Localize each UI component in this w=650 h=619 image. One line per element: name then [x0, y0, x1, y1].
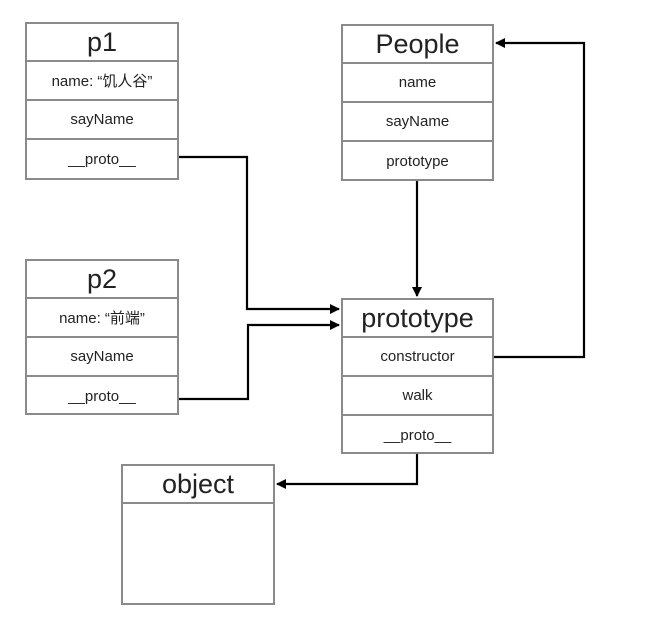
p1-name-field: name: “饥人谷” [27, 62, 177, 101]
object-title: object [123, 466, 273, 504]
p2-name-field: name: “前端” [27, 299, 177, 338]
people-title: People [343, 26, 492, 64]
arrow-constructor-to-people [494, 38, 586, 359]
arrow-prototype-proto-to-object [276, 454, 419, 489]
people-name-field: name [343, 64, 492, 103]
p1-proto-field: __proto__ [68, 151, 136, 168]
people-prototype-field: prototype [386, 153, 449, 170]
p2-proto-field: __proto__ [68, 388, 136, 405]
prototype-walk-field: walk [343, 377, 492, 416]
p2-sayname-field: sayName [27, 338, 177, 377]
p2-title: p2 [27, 261, 177, 299]
prototype-title: prototype [343, 300, 492, 338]
arrow-p1-proto-to-prototype [179, 155, 340, 314]
object-box: object [121, 464, 275, 605]
arrow-p2-proto-to-prototype [179, 320, 340, 401]
prototype-proto-field: __proto__ [383, 427, 452, 444]
people-sayname-field: sayName [343, 103, 492, 142]
p1-box: p1 name: “饥人谷” sayName __proto__ [25, 22, 179, 180]
prototype-constructor-field: constructor [343, 338, 492, 377]
p1-title: p1 [27, 24, 177, 62]
p1-sayname-field: sayName [27, 101, 177, 140]
people-box: People name sayName prototype [341, 24, 494, 181]
prototype-box: prototype constructor walk __proto__ [341, 298, 494, 454]
p2-box: p2 name: “前端” sayName __proto__ [25, 259, 179, 415]
